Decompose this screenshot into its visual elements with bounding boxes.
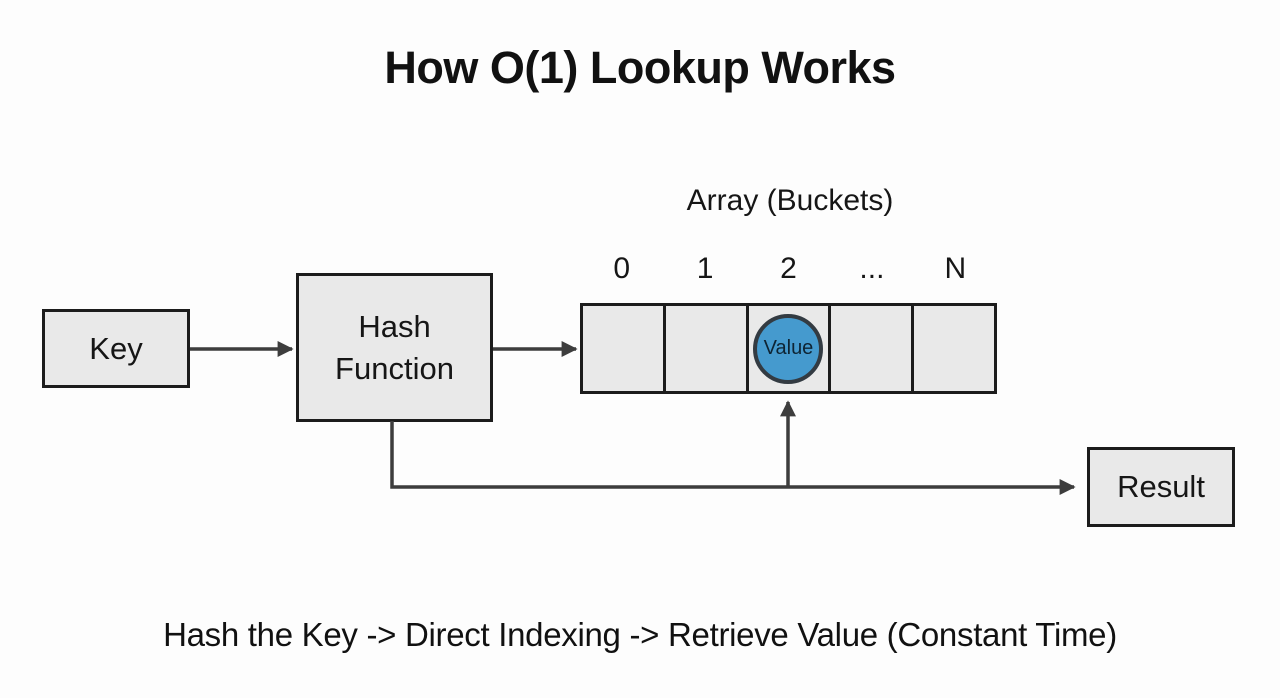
hash-to-result-arrow (390, 421, 1076, 495)
hash-function-box: Hash Function (296, 273, 493, 422)
bucket-cell-2: Value (748, 306, 832, 391)
caption-text: Hash the Key -> Direct Indexing -> Retri… (163, 616, 1117, 653)
key-box: Key (42, 309, 190, 388)
bucket-index-n: N (944, 252, 967, 285)
bucket-index-2: 2 (780, 252, 797, 285)
bucket-index-1: 1 (696, 252, 714, 285)
bucket-index-0: 0 (613, 252, 631, 285)
bucket-cell-ellipsis (831, 306, 915, 391)
result-box: Result (1087, 447, 1235, 527)
value-circle: Value (753, 313, 824, 384)
bucket-index-ellipsis: ... (859, 252, 885, 285)
page-title: How O(1) Lookup Works (384, 42, 896, 93)
array-buckets-label: Array (Buckets) (686, 184, 894, 217)
bucket-cell-n (914, 306, 994, 391)
bucket-indices-row: 0 1 2 ... N (580, 252, 997, 286)
bucket-array: Value (580, 303, 997, 394)
bucket-cell-0 (583, 306, 666, 391)
bucket-cell-1 (665, 306, 749, 391)
